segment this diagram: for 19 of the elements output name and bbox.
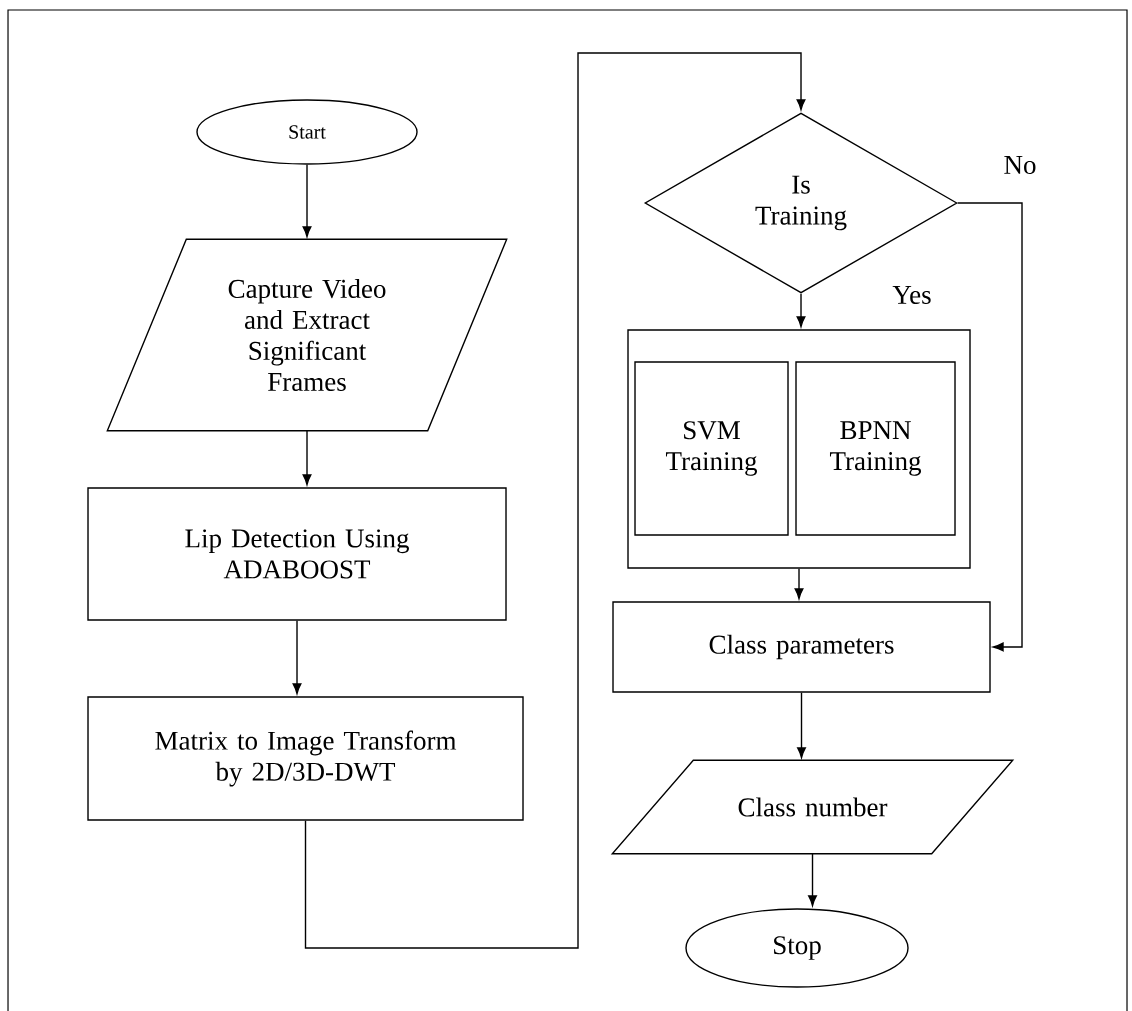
input-parallelogram: Capture Video and Extract Significant Frames — [106, 238, 508, 432]
process-box: Matrix to Image Transform by 2D/3D-DWT — [87, 696, 524, 821]
process-box: Class parameters — [612, 601, 991, 693]
start-terminal: Start — [196, 99, 418, 165]
stop-terminal: Stop — [685, 908, 909, 988]
arrow — [292, 620, 302, 695]
arrow — [808, 853, 817, 907]
arrow — [796, 293, 806, 328]
edge-label: No — [1004, 156, 1036, 174]
arrow — [797, 692, 806, 759]
arrow — [302, 430, 312, 486]
process-box: BPNN Training — [795, 361, 956, 536]
process-box: SVM Training — [634, 361, 789, 536]
arrow — [302, 164, 312, 238]
arrow — [957, 202, 1023, 652]
arrow — [794, 568, 804, 600]
arrow — [304, 52, 806, 949]
process-box: Lip Detection Using ADABOOST — [87, 487, 507, 621]
group-box — [627, 329, 971, 569]
